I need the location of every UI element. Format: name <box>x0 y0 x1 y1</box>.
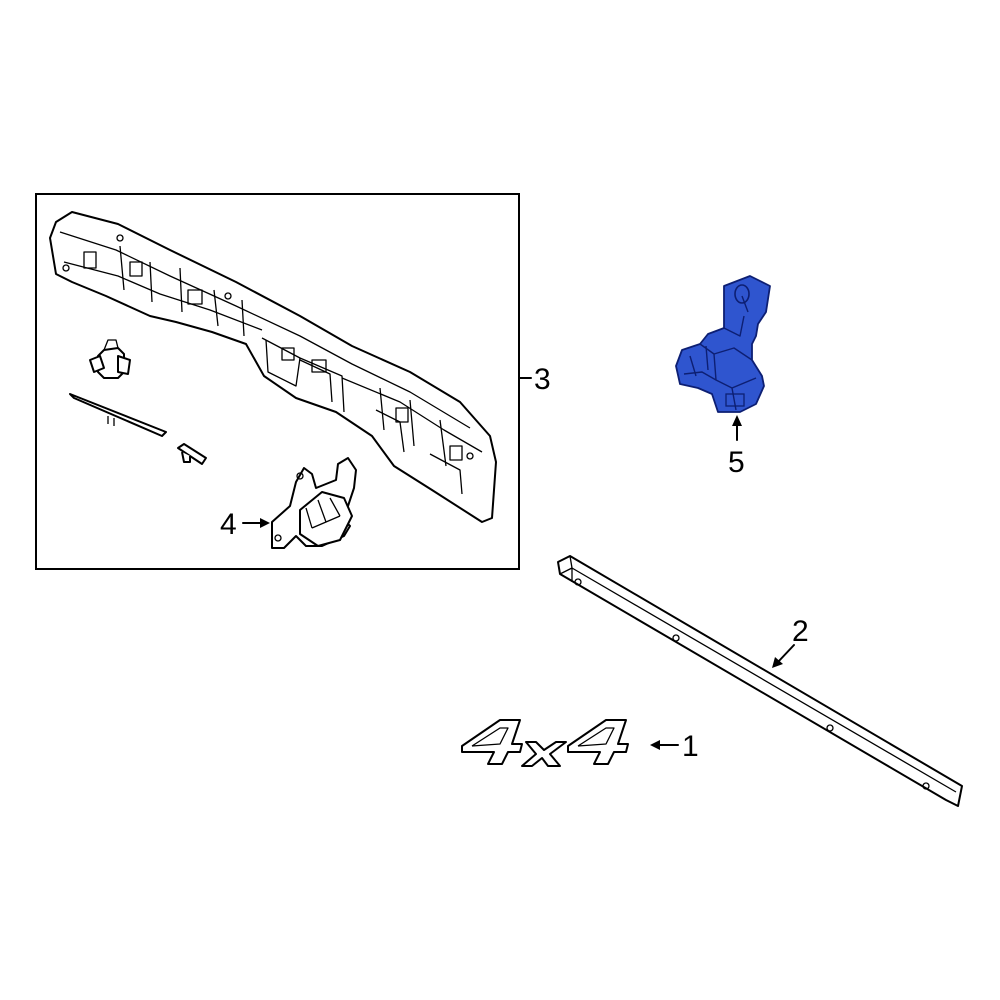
tailgate-molding-part <box>557 555 963 807</box>
callout-3: 3 <box>518 363 551 396</box>
callout-1-number: 1 <box>682 730 699 763</box>
callout-2: 2 <box>772 615 809 668</box>
sensor-bracket-part <box>271 457 357 549</box>
callout-1: 1 <box>650 730 699 763</box>
trim-strip-part <box>69 393 167 437</box>
callout-4-number: 4 <box>220 508 237 541</box>
emblem-4x4-part <box>461 719 629 767</box>
retainer-clip-part <box>89 339 131 379</box>
callout-3-number: 3 <box>534 363 551 396</box>
callout-5: 5 <box>728 415 745 479</box>
callout-4: 4 <box>220 508 270 541</box>
callout-5-number: 5 <box>728 446 745 479</box>
callout-2-number: 2 <box>792 615 809 648</box>
assembly-group-box <box>35 193 520 570</box>
small-bracket-part <box>177 443 207 465</box>
parking-sensor-bracket-highlighted-part <box>675 275 771 413</box>
bumper-reinforcement-part <box>49 211 497 523</box>
